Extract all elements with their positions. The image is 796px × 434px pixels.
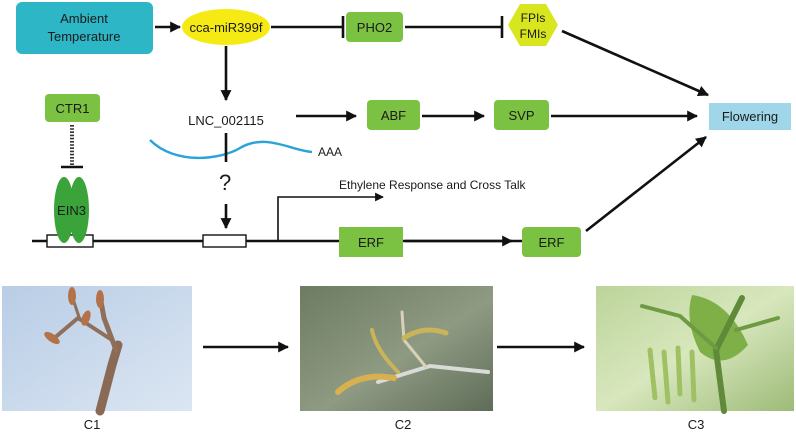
svp-label: SVP: [508, 108, 534, 123]
fpis-label: FPIs: [521, 11, 546, 25]
mirna-label: cca-miR399f: [190, 20, 263, 35]
photo-c3: [596, 286, 794, 414]
fmis-label: FMIs: [520, 27, 547, 41]
ein3-binding-site: [46, 234, 94, 248]
transcription-start-arrow: [277, 192, 384, 241]
erf1-label: ERF: [358, 235, 384, 250]
erf2-label: ERF: [539, 235, 565, 250]
inhibit-ctr1-to-ein3: [61, 125, 83, 169]
pho2-node: PHO2: [346, 12, 403, 42]
arrow-erf-to-flowering: [585, 135, 707, 233]
lnc-binding-site: [202, 234, 247, 248]
ambient-temperature-line1: Ambient: [60, 11, 108, 26]
photo-c1-label: C1: [84, 417, 101, 432]
ctr1-label: CTR1: [56, 101, 90, 116]
polya-tail-label: AAA: [318, 145, 342, 159]
photo-c1: [2, 286, 192, 416]
arrow-fpis-to-flowering: [561, 29, 710, 97]
ethylene-response-label: Ethylene Response and Cross Talk: [339, 178, 527, 192]
lnc-label: LNC_002115: [188, 113, 264, 128]
inhibit-pho2-to-fpis: [405, 16, 504, 38]
lnc-rna-strand: [149, 139, 313, 160]
ambient-temperature-node: Ambient Temperature: [16, 2, 153, 54]
photo-c3-label: C3: [688, 417, 705, 432]
ambient-temperature-line2: Temperature: [48, 29, 121, 44]
mirna-node: cca-miR399f: [182, 9, 270, 45]
abf-node: ABF: [367, 100, 420, 130]
photo-c2: [300, 286, 493, 411]
pho2-label: PHO2: [357, 20, 392, 35]
question-mark: ?: [219, 170, 231, 195]
svp-node: SVP: [494, 100, 549, 130]
inhibit-mirna-to-pho2: [271, 16, 345, 38]
ctr1-node: CTR1: [45, 94, 100, 122]
abf-label: ABF: [381, 108, 406, 123]
erf2-node: ERF: [522, 227, 581, 257]
ein3-label: EIN3: [57, 203, 86, 218]
fpis-fmis-node: FPIs FMIs: [508, 4, 558, 46]
flowering-label: Flowering: [722, 109, 778, 124]
erf1-node: ERF: [339, 227, 403, 257]
photo-c2-label: C2: [395, 417, 412, 432]
flowering-node: Flowering: [709, 103, 791, 130]
ein3-node: EIN3: [54, 177, 89, 243]
